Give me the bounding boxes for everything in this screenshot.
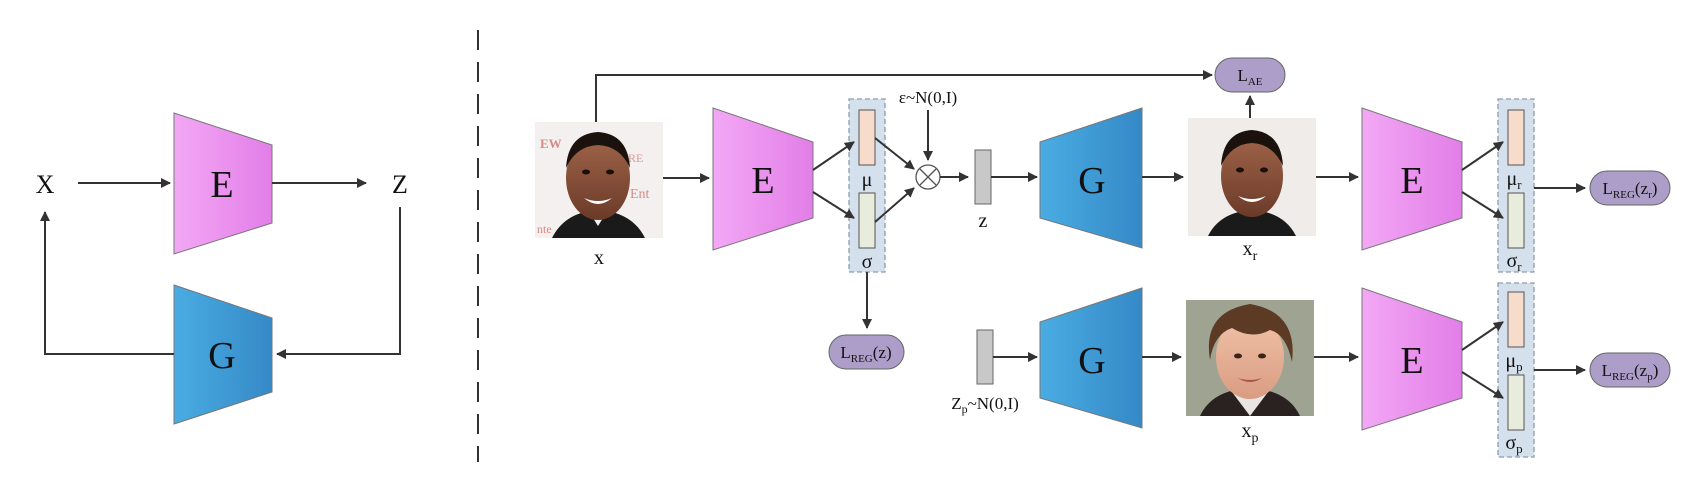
epsilon-label: ε~N(0,I) <box>899 88 957 107</box>
left-panel: X Z E G <box>36 112 408 425</box>
arrow-encoder-1-to-mu <box>812 141 855 171</box>
mu-vector-1 <box>858 109 876 166</box>
xp-sub: p <box>1252 431 1259 446</box>
xp-base: x <box>1242 420 1252 442</box>
svg-text:RE: RE <box>628 151 643 165</box>
loss-reg-z-base: L <box>840 343 850 362</box>
xr-label: xr <box>1243 238 1258 264</box>
loss-reg-zr-sub2: r <box>1648 189 1652 201</box>
svg-text:LREG(zp): LREG(zp) <box>1602 361 1659 383</box>
svg-text:EW: EW <box>540 136 562 151</box>
right-panel: EW RE Ent nte x E μ σ ε~N(0,I) <box>535 57 1671 458</box>
sigma-p-sub: p <box>1516 441 1523 456</box>
mu-r-label: μr <box>1506 168 1522 192</box>
arrow-generator-to-x <box>40 211 174 355</box>
left-z-label: Z <box>392 170 408 199</box>
svg-text:LREG(zr): LREG(zr) <box>1603 179 1658 201</box>
xr-base: x <box>1243 238 1253 260</box>
mu-p-vector <box>1507 291 1525 348</box>
loss-ae-node: LAE <box>1214 57 1286 93</box>
loss-reg-zp-node: LREG(zp) <box>1589 352 1671 388</box>
z-vector <box>974 149 992 205</box>
input-x-label: x <box>594 247 604 269</box>
zp-rest: ~N(0,I) <box>968 394 1019 413</box>
generator-1-letter: G <box>1078 160 1105 202</box>
arrow-encoder-1-to-sigma <box>812 191 855 219</box>
sigma-r-sub: r <box>1517 259 1522 274</box>
loss-reg-zp-end: ) <box>1653 361 1659 380</box>
encoder-1-letter: E <box>751 160 774 202</box>
loss-reg-z-sub: REG <box>851 353 873 365</box>
loss-reg-z-rest: (z) <box>873 343 892 362</box>
arrow-encoder-3-to-mu-p <box>1461 321 1504 351</box>
reconstructed-face-image <box>1188 118 1316 236</box>
arrow-encoder-2-to-sigma-r <box>1461 191 1504 219</box>
encoder-block-1 <box>712 107 814 251</box>
encoder-3-letter: E <box>1400 340 1423 382</box>
arrow-z-to-generator <box>276 207 401 359</box>
encoder-2-letter: E <box>1400 160 1423 202</box>
arrow-sigma-to-combine <box>874 187 915 223</box>
encoder-block-2 <box>1361 107 1463 251</box>
zp-prior-label: Zp~N(0,I) <box>951 394 1019 416</box>
left-generator-block <box>173 284 273 425</box>
loss-reg-zr-node: LREG(zr) <box>1589 170 1671 206</box>
xr-sub: r <box>1253 249 1258 264</box>
sigma-p-vector <box>1507 374 1525 431</box>
left-generator-letter: G <box>208 335 235 377</box>
loss-reg-zr-base: L <box>1603 179 1613 198</box>
loss-reg-zp-rest: (z <box>1634 361 1648 380</box>
generator-block-2 <box>1039 287 1143 429</box>
xp-label: xp <box>1242 420 1259 446</box>
left-encoder-letter: E <box>210 164 233 206</box>
svg-text:LREG(z): LREG(z) <box>840 343 891 365</box>
sigma-vector-1 <box>858 192 876 249</box>
sigma-r-base: σ <box>1506 250 1517 272</box>
loss-reg-zp-sub: REG <box>1612 371 1634 383</box>
loss-reg-zr-rest: (z <box>1635 179 1649 198</box>
mu-r-sub: r <box>1517 177 1522 192</box>
sigma-label-1: σ <box>862 251 873 273</box>
arrow-x-to-lae <box>595 70 1213 122</box>
zp-sub: p <box>962 402 968 416</box>
left-x-label: X <box>36 170 55 199</box>
sigma-p-base: σ <box>1505 432 1516 454</box>
mu-p-label: μp <box>1505 350 1522 374</box>
arrow-encoder-3-to-sigma-p <box>1461 371 1504 399</box>
loss-ae-base: L <box>1237 66 1247 85</box>
sigma-r-vector <box>1507 192 1525 249</box>
mu-r-vector <box>1507 109 1525 166</box>
zp-base: Z <box>951 394 961 413</box>
z-label: z <box>979 210 988 232</box>
sigma-p-label: σp <box>1505 432 1522 456</box>
loss-reg-zp-sub2: p <box>1647 371 1653 383</box>
arrow-mu-to-combine <box>874 137 915 170</box>
left-encoder-block <box>173 112 273 255</box>
mu-r-base: μ <box>1506 168 1517 190</box>
mu-label-1: μ <box>862 169 873 191</box>
loss-reg-zr-end: ) <box>1652 179 1658 198</box>
loss-reg-zr-sub: REG <box>1613 189 1635 201</box>
svg-text:Ent: Ent <box>630 187 650 202</box>
encoder-block-3 <box>1361 287 1463 431</box>
generator-block-1 <box>1039 107 1143 249</box>
svg-text:nte: nte <box>537 222 552 236</box>
zp-vector <box>976 329 994 385</box>
loss-reg-z-node: LREG(z) <box>828 334 905 370</box>
mu-p-base: μ <box>1505 350 1516 372</box>
sampled-face-image <box>1186 300 1314 416</box>
mu-p-sub: p <box>1516 359 1523 374</box>
loss-reg-zp-base: L <box>1602 361 1612 380</box>
sigma-r-label: σr <box>1506 250 1522 274</box>
arrow-encoder-2-to-mu-r <box>1461 141 1504 171</box>
multiply-combine-node <box>915 164 941 190</box>
input-face-image: EW RE Ent nte <box>535 122 663 238</box>
loss-ae-sub: AE <box>1248 76 1263 88</box>
svg-text:LAE: LAE <box>1237 66 1262 88</box>
generator-2-letter: G <box>1078 340 1105 382</box>
